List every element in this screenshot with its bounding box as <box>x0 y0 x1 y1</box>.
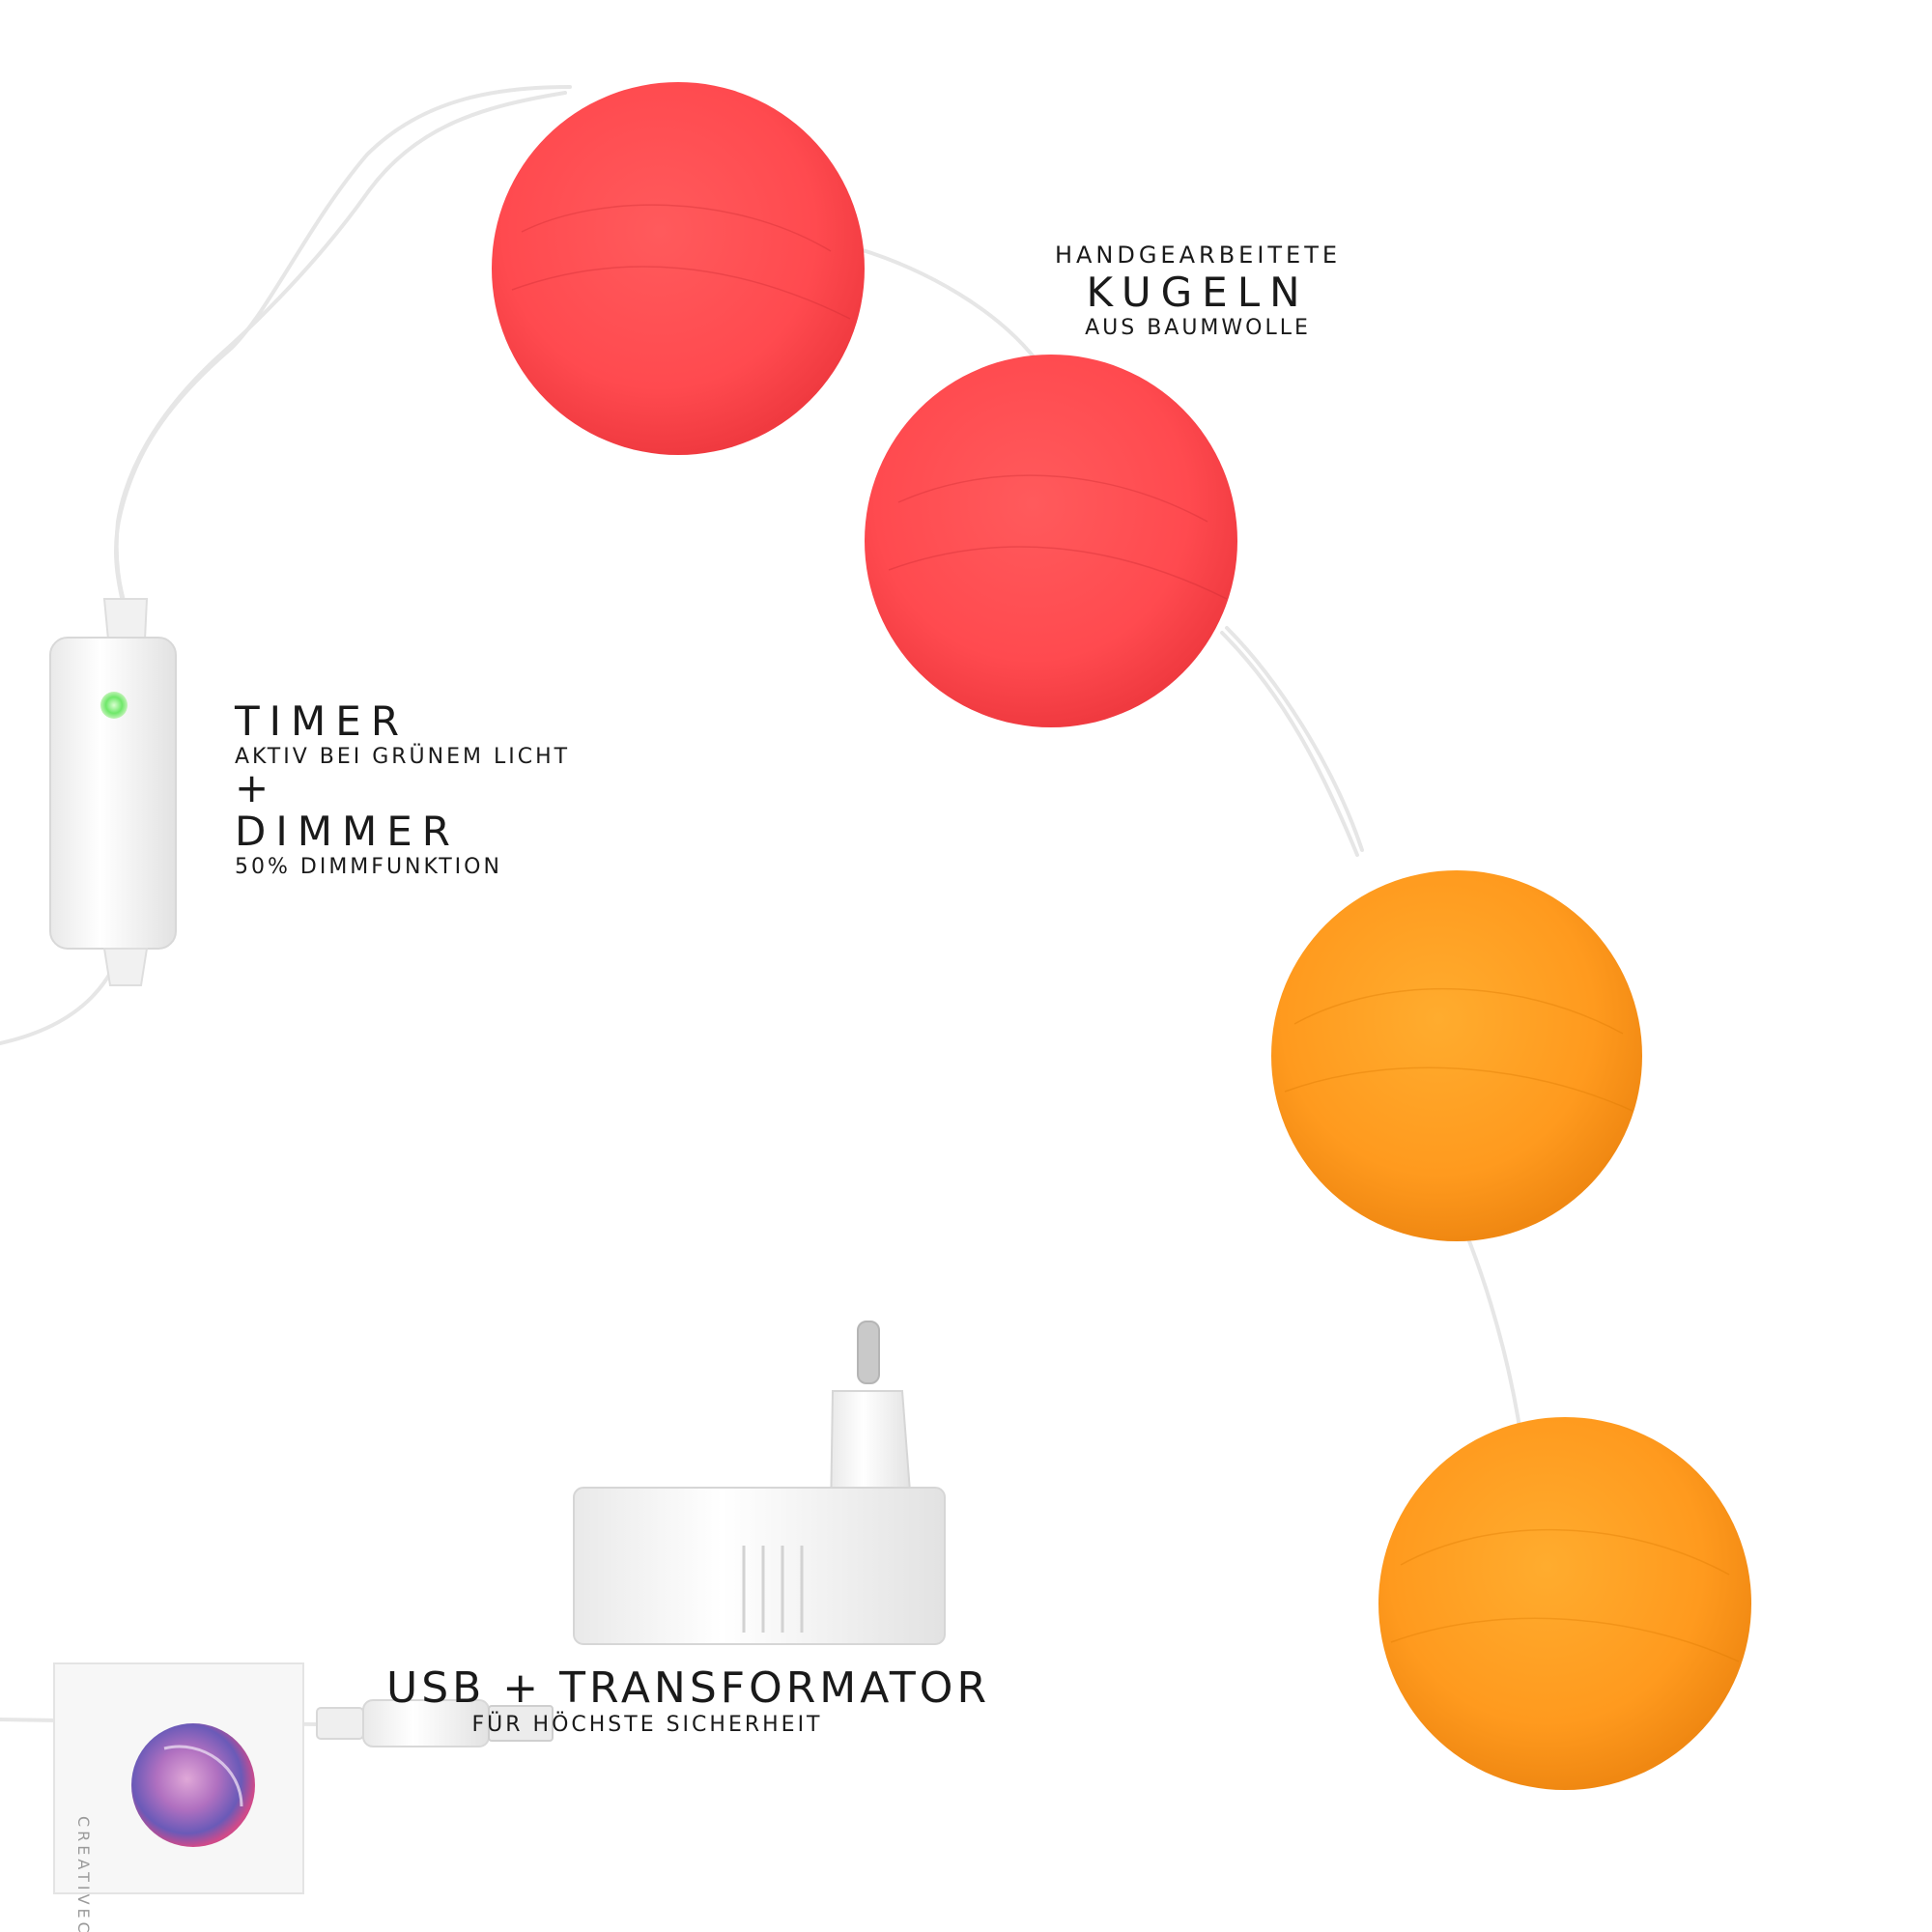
timer-controller <box>49 598 177 986</box>
brand-tag <box>53 1662 304 1894</box>
dimmer-subtitle: 50% DIMMFUNKTION <box>235 855 502 879</box>
kugeln-line-2: KUGELN <box>1086 269 1310 316</box>
orange-ball-1 <box>1271 870 1642 1241</box>
brand-tag-text: CREATIVECOTTON <box>74 1816 93 1932</box>
brand-logo-icon <box>131 1723 255 1847</box>
kugeln-caption: HANDGEARBEITETE KUGELN AUS BAUMWOLLE <box>1005 242 1391 340</box>
kugeln-line-3: AUS BAUMWOLLE <box>1085 316 1311 340</box>
timer-title: TIMER <box>235 697 409 745</box>
usb-title: USB + TRANSFORMATOR <box>386 1663 991 1713</box>
status-light-icon <box>100 692 128 719</box>
kugeln-line-1: HANDGEARBEITETE <box>1054 242 1342 269</box>
timer-caption: TIMER AKTIV BEI GRÜNEM LICHT + DIMMER 50… <box>235 697 570 879</box>
power-adapter <box>573 1321 946 1645</box>
ball-texture <box>511 204 1740 1662</box>
red-ball-1 <box>492 82 865 455</box>
red-ball-2 <box>865 355 1237 727</box>
timer-plus: + <box>235 764 279 811</box>
usb-caption: USB + TRANSFORMATOR FÜR HÖCHSTE SICHERHE… <box>386 1663 991 1737</box>
usb-subtitle: FÜR HÖCHSTE SICHERHEIT <box>471 1713 823 1737</box>
orange-ball-2 <box>1378 1417 1751 1790</box>
usb-plug <box>316 1699 554 1747</box>
timer-subtitle: AKTIV BEI GRÜNEM LICHT <box>235 745 571 769</box>
dimmer-title: DIMMER <box>235 808 460 855</box>
